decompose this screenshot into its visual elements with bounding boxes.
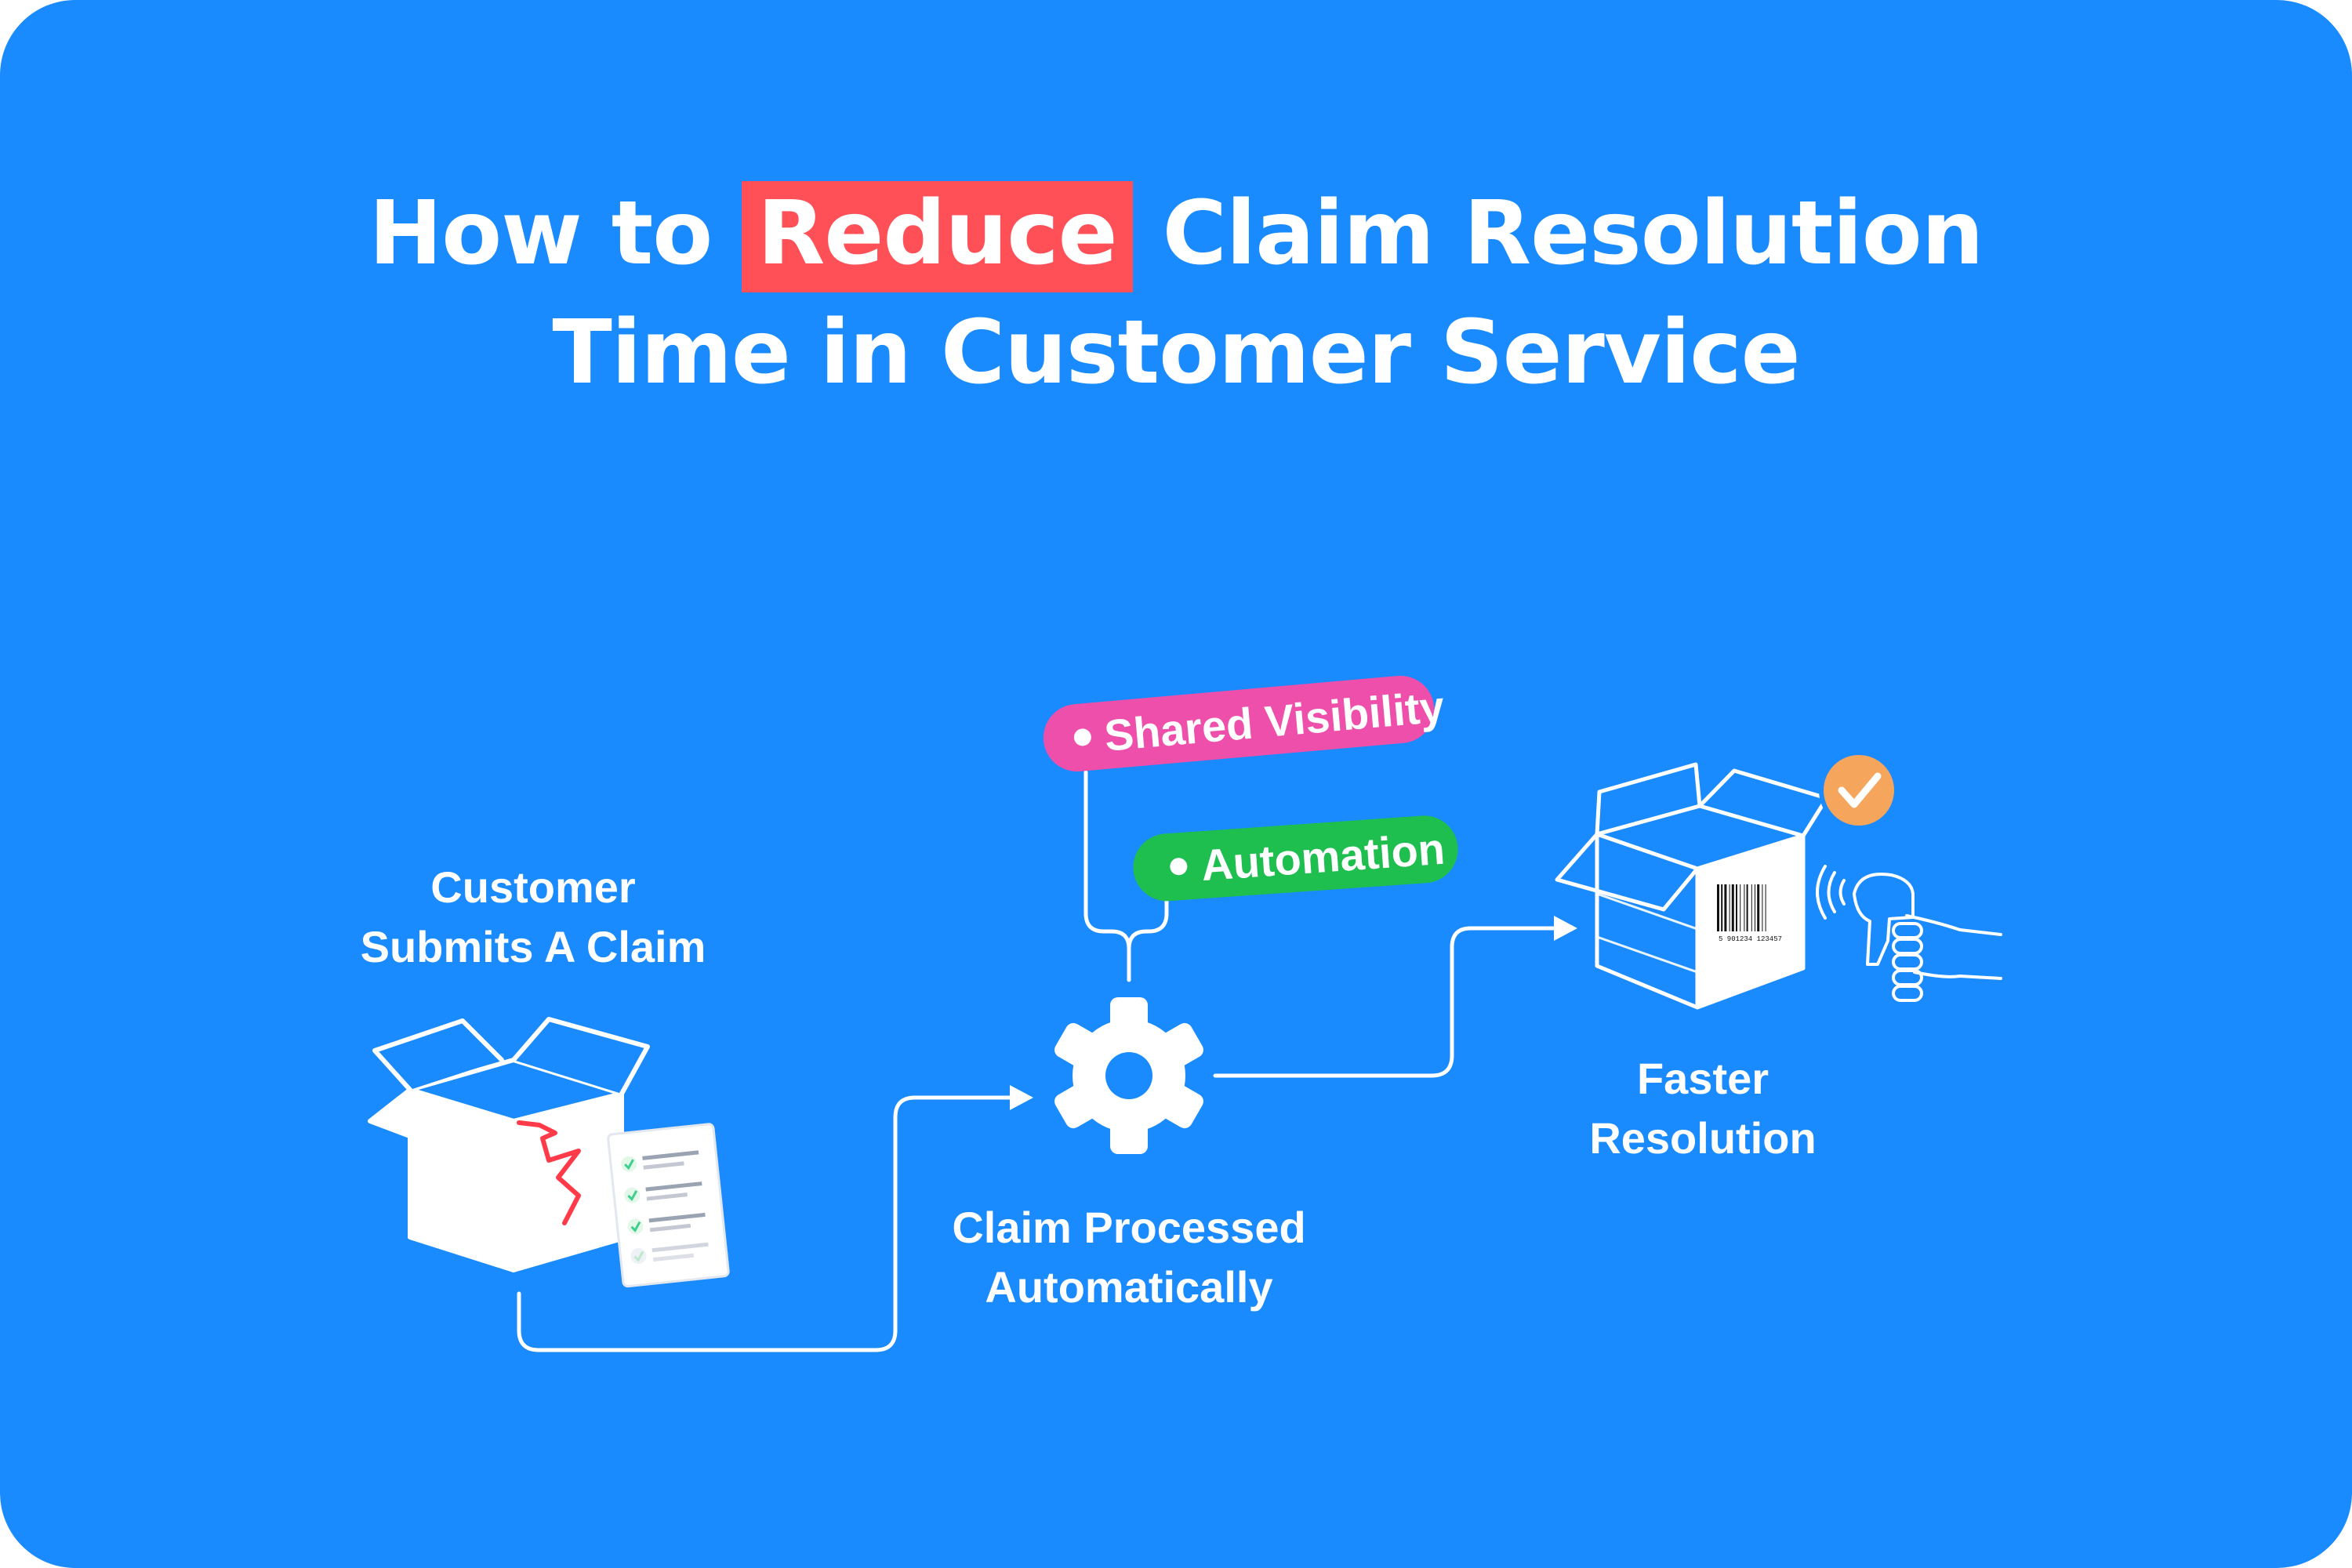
finger-1 [1892, 922, 1923, 939]
tag-automation: Automation [1133, 815, 1458, 902]
box-tear-mark [517, 1120, 581, 1225]
title-line-1: How to Reduce Claim Resolution [0, 174, 2352, 293]
scan-wave-1 [1838, 879, 1846, 906]
finger-3 [1892, 953, 1923, 971]
finger-4 [1892, 969, 1923, 986]
document-sheet [607, 1123, 730, 1288]
tag-shared-visibility-pill [1043, 675, 1435, 772]
arrow-head-to-process [1010, 1085, 1033, 1110]
connector-process-to-resolution [1213, 926, 1563, 1078]
box-back-left-flap [372, 1018, 504, 1092]
checkmark-badge-icon [1819, 750, 1899, 830]
connector-lines [517, 770, 1563, 1352]
barcode-scanner-hand-icon [1816, 865, 2002, 1002]
scan-wave-3 [1816, 865, 1827, 920]
step-submit-claim-line2: Submits A Claim [360, 922, 706, 971]
title-before: How to [368, 183, 713, 285]
box-open-damaged-icon [368, 1017, 650, 1272]
document-items [621, 1150, 709, 1265]
checklist-document-icon [607, 1123, 730, 1288]
step-submit-claim-line1: Customer [430, 862, 636, 912]
scanner-body [1853, 873, 1915, 966]
step-claim-processed-line2: Automatically [985, 1262, 1273, 1312]
box-back-right-flap [1697, 768, 1829, 838]
step-faster-resolution-line1: Faster [1636, 1054, 1769, 1103]
page-title: How to Reduce Claim Resolution Time in C… [0, 174, 2352, 412]
barcode-stripe [1731, 884, 1734, 931]
barcode-stripe [1746, 884, 1748, 931]
tag-shared-visibility: Shared Visibility [1043, 675, 1446, 772]
barcode-stripe [1721, 884, 1723, 931]
barcode-numbers: 5 901234 123457 [1719, 935, 1782, 943]
box-inner-lines [1595, 892, 1699, 974]
title-highlight: Reduce [742, 181, 1133, 292]
hand-bottom [1913, 971, 2002, 980]
hand-top [1905, 914, 2002, 936]
finger-5 [1892, 985, 1923, 1002]
gear-icon [1054, 997, 1203, 1154]
title-line-2: Time in Customer Service [552, 302, 1800, 404]
arrow-head-to-resolution [1554, 916, 1577, 941]
connector-automation-tag [1127, 891, 1169, 951]
connector-submit-to-process [517, 1095, 1014, 1352]
tag-automation-dot [1170, 858, 1188, 876]
title-after: Claim Resolution [1162, 183, 1984, 285]
barcode-stripe [1757, 884, 1760, 931]
tag-automation-pill [1133, 815, 1458, 902]
box-back-right-flap [511, 1017, 650, 1096]
finger-2 [1892, 938, 1923, 955]
box-barcode-icon [1555, 762, 1829, 1010]
box-right-face [1695, 833, 1806, 1010]
step-faster-resolution-label: Faster Resolution [1468, 1049, 1938, 1168]
barcode-stripe [1751, 884, 1752, 931]
step-claim-processed-line1: Claim Processed [952, 1203, 1306, 1252]
box-right-face [511, 1091, 624, 1272]
step-submit-claim-label: Customer Submits A Claim [298, 858, 768, 977]
box-front-flap [1555, 832, 1700, 912]
connector-visibility-tag [1083, 770, 1131, 982]
barcode-stripe [1736, 884, 1737, 931]
step-claim-processed-label: Claim Processed Automatically [894, 1198, 1364, 1317]
box-front-left-flap [368, 1087, 516, 1163]
barcode-stripe [1717, 884, 1719, 931]
box-left-face [1595, 832, 1700, 1010]
scan-wave-2 [1827, 871, 1836, 913]
step-faster-resolution-line2: Resolution [1589, 1113, 1817, 1163]
barcode-stripe [1724, 884, 1727, 931]
box-back-left-flap [1595, 762, 1702, 837]
barcode [1717, 884, 1766, 931]
tag-shared-visibility-dot [1073, 728, 1091, 746]
